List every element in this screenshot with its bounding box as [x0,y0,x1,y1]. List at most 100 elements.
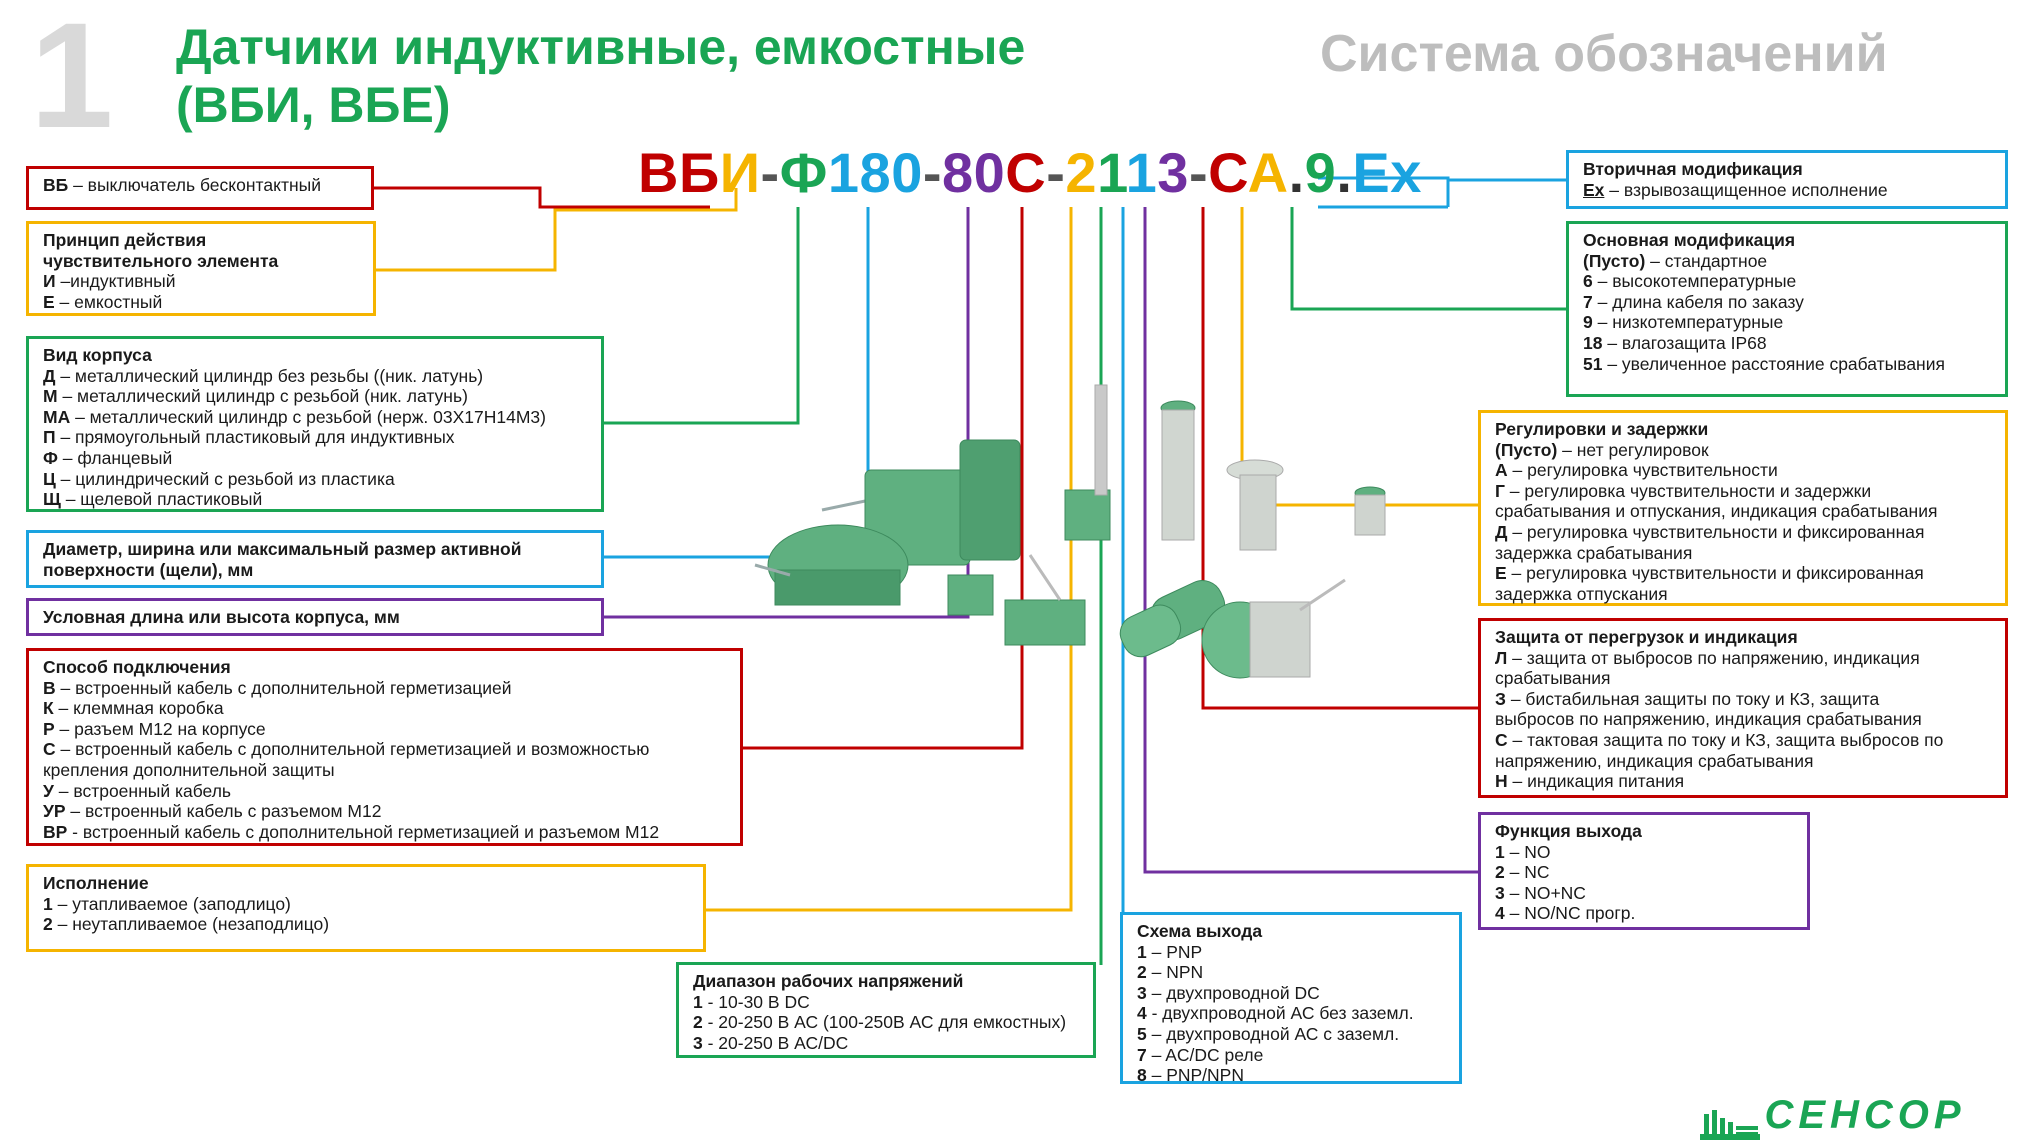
code-description: – тактовая защита по току и КЗ, защита в… [1495,729,1944,771]
code-description: – регулировка чувствительности и задержк… [1495,480,1938,522]
code-description: – цилиндрический с резьбой из пластика [55,468,395,489]
code-value: 5 [1137,1023,1147,1044]
code-value: 6 [1583,271,1593,292]
code-description: – NO+NC [1504,882,1586,903]
code-value: ВБ [43,175,69,195]
code-value: С [1495,729,1508,750]
code-value: У [43,780,54,801]
box-line: 2 – NPN [1137,962,1445,983]
code-segment: 2 [1065,141,1098,204]
box-main-mod: Основная модификация(Пусто) – стандартно… [1566,221,2008,397]
code-description: – PNP/NPN [1146,1065,1244,1086]
code-description: – высокотемпературные [1592,271,1797,292]
code-value: (Пусто) [1495,439,1558,460]
sensor-square-small [1064,489,1111,541]
code-value: (Пусто) [1583,250,1646,271]
code-description: – металлический цилиндр без резьбы ((ник… [55,365,484,386]
box-header: Исполнение [43,873,149,893]
box-line: (Пусто) – нет регулировок [1495,440,1991,461]
code-value: К [43,698,54,719]
box-line: М – металлический цилиндр с резьбой (ник… [43,386,587,407]
box-line: Е – емкостный [43,292,359,313]
connector-vb [373,186,710,209]
box-vb: ВБ – выключатель бесконтактный [26,166,374,210]
code-description: – фланцевый [57,447,173,468]
code-description: – NPN [1146,962,1204,983]
connector-length [604,207,970,619]
box-line: С – встроенный кабель с дополнительной г… [43,739,726,780]
box-line: Р – разъем М12 на корпусе [43,719,726,740]
code-segment: - [760,141,780,204]
code-description: – бистабильная защиты по току и КЗ, защи… [1495,688,1922,730]
company-logo: СЕНСОР [1700,1093,1966,1140]
box-header: Способ подключения [43,657,231,677]
code-description: – выключатель бесконтактный [68,175,321,195]
code-value: 1 [1495,841,1505,862]
code-description: – взрывозащищенное исполнение [1604,179,1888,200]
code-description: – AC/DC реле [1146,1044,1264,1065]
code-description: - 20-250 В АС (100-250В АС для емкостных… [702,1012,1067,1033]
code-value: 1 [1137,941,1147,962]
code-description: – встроенный кабель с дополнительной гер… [55,677,512,698]
box-line: 1 – утапливаемое (заподлицо) [43,894,689,915]
code-value: 2 [1495,862,1505,883]
logo-text: СЕНСОР [1764,1093,1966,1137]
code-segment: С [1005,141,1047,204]
code-description: – регулировка чувствительности и фиксиро… [1495,521,1925,563]
product-illustration [754,384,1386,679]
code-description: – емкостный [54,291,163,312]
sensor-square-2 [947,574,994,616]
code-description: –индуктивный [55,271,176,292]
code-description: – NC [1504,862,1550,883]
box-line: Л – защита от выбросов по напряжению, ин… [1495,648,1991,689]
connector-housing [604,207,800,425]
designation-code: ВБИ-Ф180-80С-2113-СА.9.Ex [638,140,1422,205]
box-line: Ц – цилиндрический с резьбой из пластика [43,469,587,490]
code-value: Щ [43,489,61,510]
box-header: Диаметр, ширина или максимальный размер … [43,539,522,580]
code-segment: С [1208,141,1248,204]
box-header: Вид корпуса [43,345,152,365]
code-segment: . [1288,141,1305,204]
box-line: 2 - 20-250 В АС (100-250В АС для емкостн… [693,1012,1079,1033]
code-description: - двухпроводной АС без заземл. [1146,1003,1414,1024]
code-value: 51 [1583,353,1603,374]
box-header: Вторичная модификация [1583,159,1803,179]
factory-icon [1700,1109,1760,1140]
box-line: 4 – NO/NC прогр. [1495,903,1793,924]
box-header: Схема выхода [1137,921,1263,941]
code-value: 9 [1583,312,1593,333]
code-value: 3 [1495,882,1505,903]
code-description: – неутапливаемое (незаподлицо) [52,914,330,935]
page-number: 1 [30,0,114,159]
box-line: В – встроенный кабель с дополнительной г… [43,678,726,699]
code-value: 3 [1137,982,1147,1003]
code-value: И [43,271,56,292]
code-value: 4 [1137,1003,1147,1024]
box-line: 18 – влагозащита IP68 [1583,333,1991,354]
box-line: 3 - 20-250 В АС/DC [693,1033,1079,1054]
code-description: – щелевой пластиковый [60,489,263,510]
box-line: Д – металлический цилиндр без резьбы ((н… [43,366,587,387]
connector-protection [1201,207,1478,710]
code-value: Ф [43,447,58,468]
box-line: МА – металлический цилиндр с резьбой (не… [43,407,587,428]
box-line: 7 – длина кабеля по заказу [1583,292,1991,313]
code-description: – длина кабеля по заказу [1592,291,1804,312]
box-line: 2 – NC [1495,862,1793,883]
box-line: А – регулировка чувствительности [1495,460,1991,481]
code-value: Г [1495,480,1505,501]
code-value: 2 [1137,962,1147,983]
box-header: Основная модификация [1583,230,1796,250]
box-line: П – прямоугольный пластиковый для индукт… [43,427,587,448]
connector-main-mod [1290,207,1566,311]
code-value: 3 [693,1032,703,1053]
box-line: 9 – низкотемпературные [1583,312,1991,333]
code-value: Р [43,718,55,739]
code-segment: 3 [1157,141,1189,204]
